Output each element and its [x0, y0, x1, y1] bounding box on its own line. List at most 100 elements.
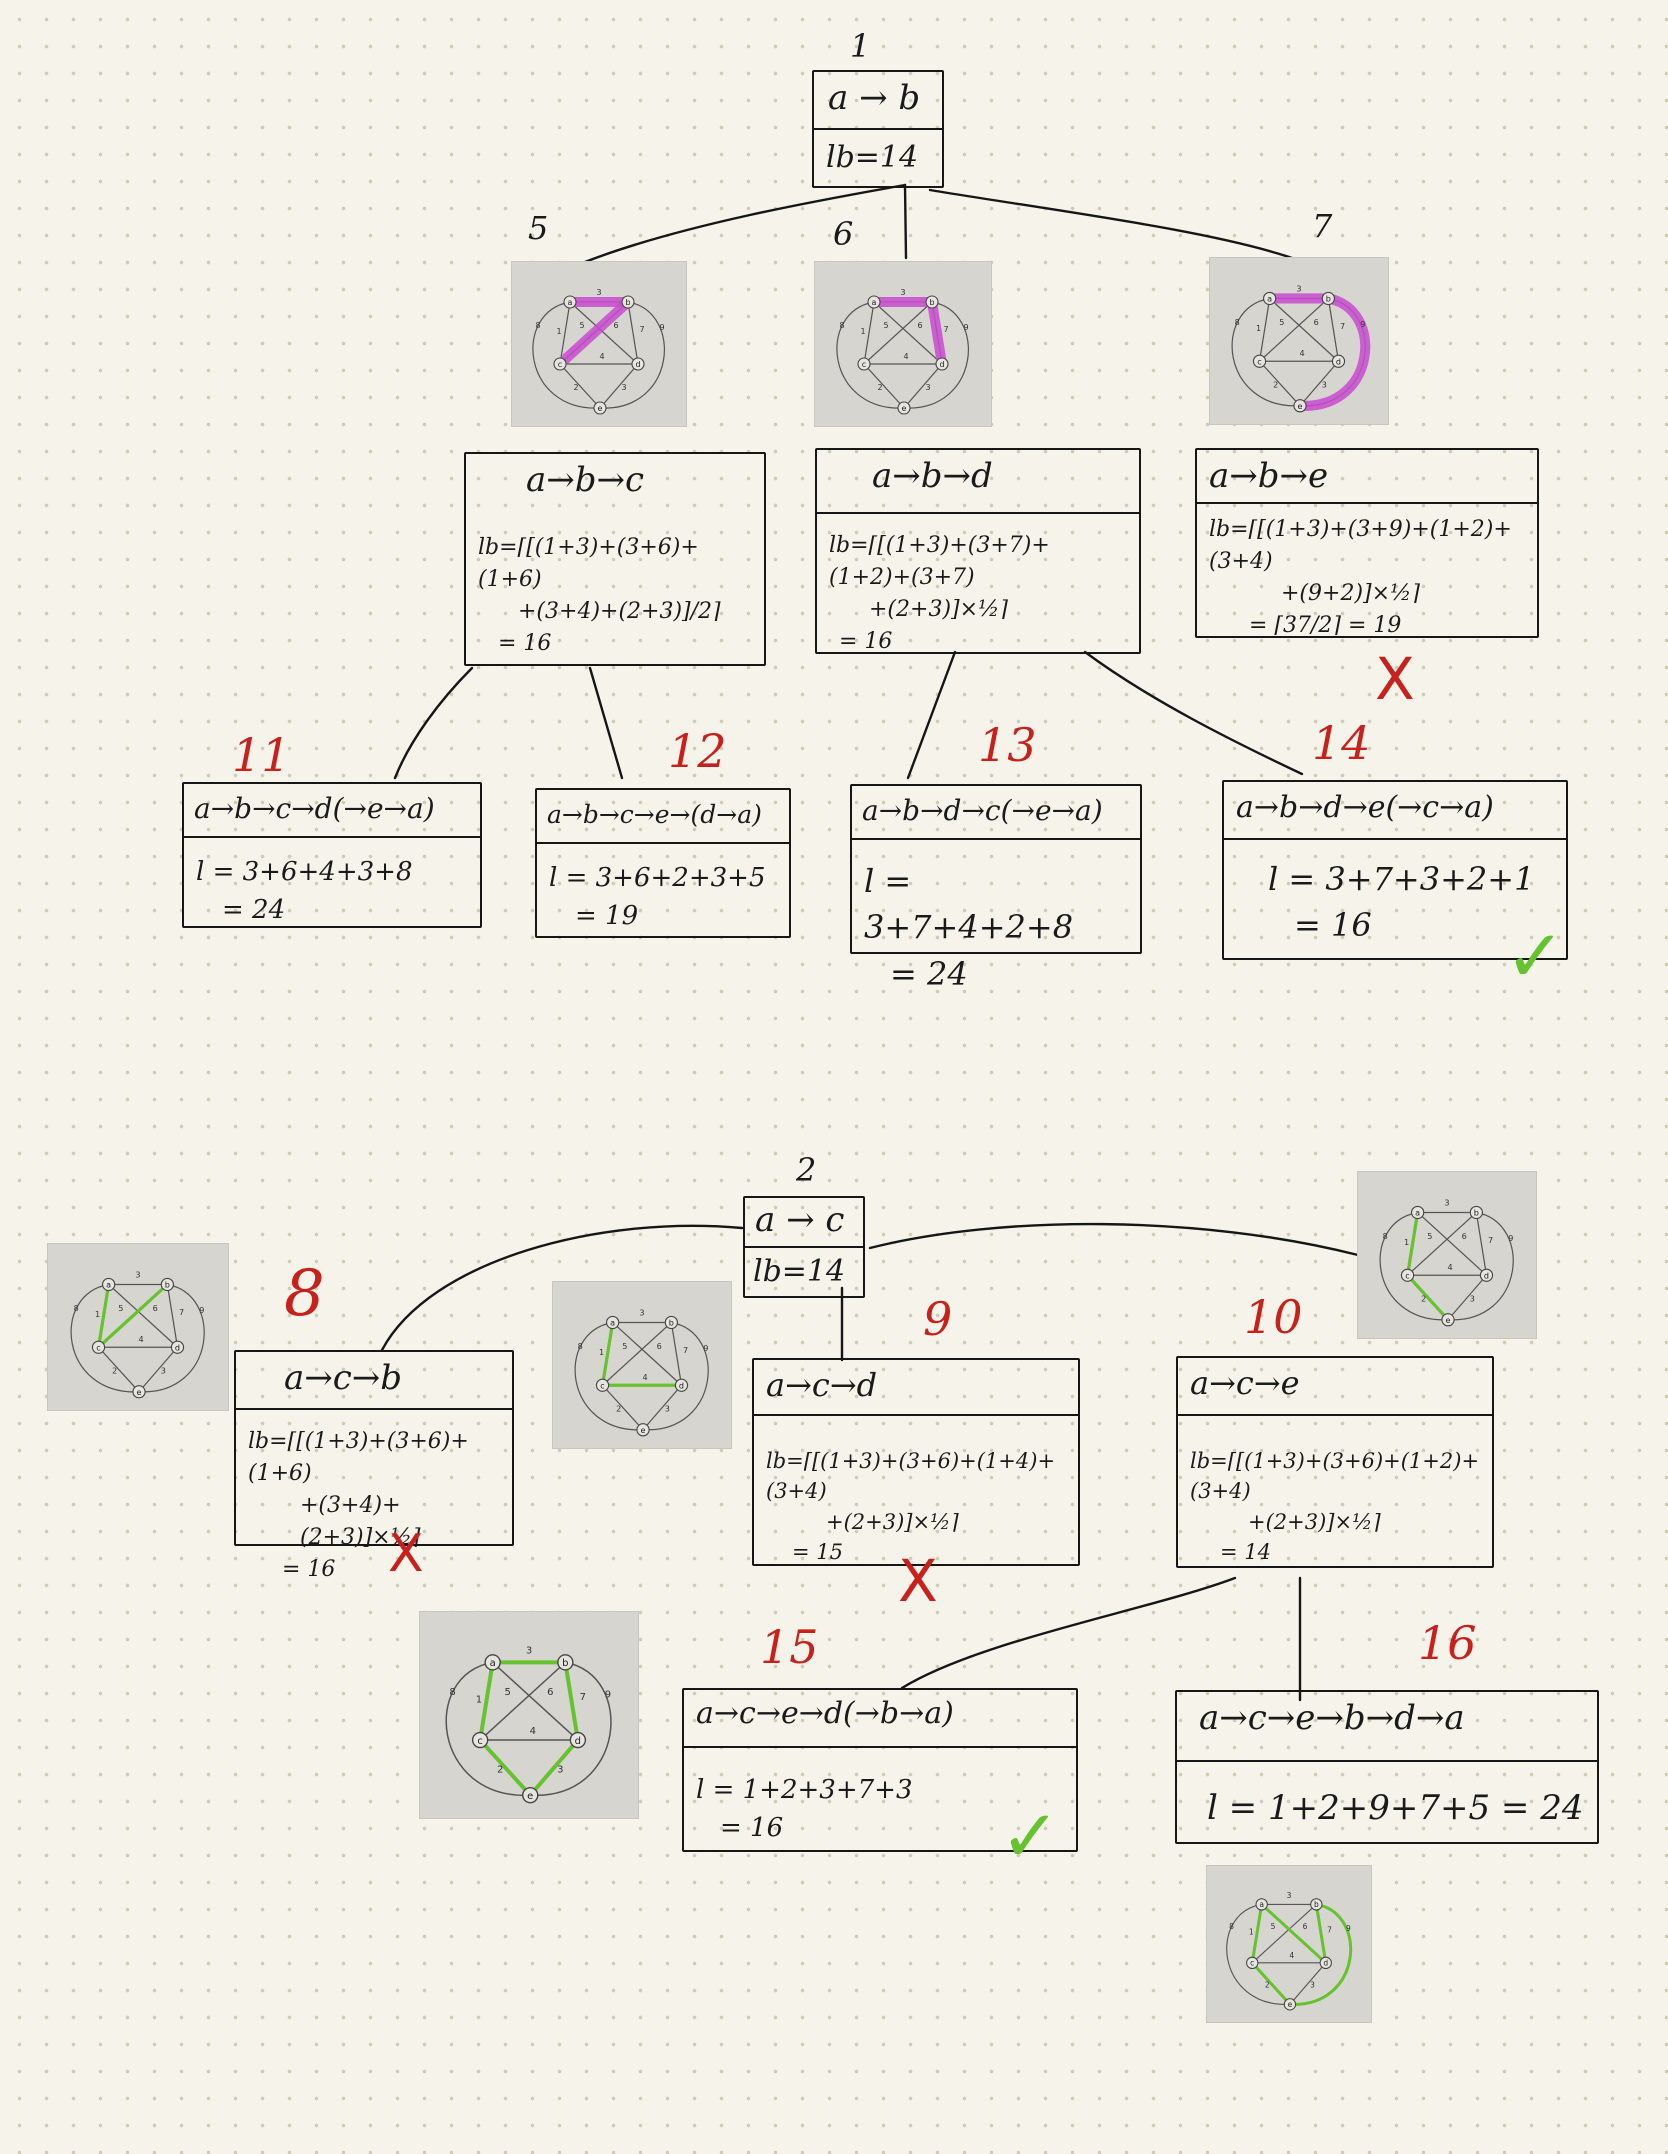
tree-leaf-a-b-c-d: a→b→c→d(→e→a) l = 3+6+4+3+8 = 24 — [182, 782, 482, 928]
vertex-label: d — [1323, 1959, 1328, 1968]
vertex-label: e — [137, 1387, 142, 1397]
edge-weight-label: 9 — [1360, 319, 1365, 329]
edge-weight-label: 2 — [877, 383, 882, 392]
tree-node-root-a-c: a → c lb=14 — [743, 1196, 865, 1298]
graph-vertex — [1293, 399, 1307, 413]
edge-weight-label: 5 — [883, 321, 888, 330]
vertex-label: b — [669, 1318, 674, 1328]
vertex-label: c — [558, 360, 562, 369]
node-title: a→c→d — [766, 1366, 878, 1404]
tree-node-a-b-e: a→b→e lb=⌈[(1+3)+(3+9)+(1+2)+(3+4) +(9+2… — [1195, 448, 1539, 638]
graph-vertex — [1469, 1205, 1483, 1220]
vertex-label: c — [1250, 1959, 1254, 1968]
calc-line: l = 1+2+3+7+3 — [696, 1775, 913, 1805]
edge-weight-label: 5 — [579, 321, 584, 330]
vertex-label: a — [872, 298, 877, 307]
calc-line: lb=⌈[(1+3)+(3+6)+(1+2)+(3+4) — [1190, 1449, 1480, 1504]
edge-weight-label: 3 — [1470, 1294, 1475, 1304]
vertex-label: d — [1484, 1270, 1489, 1280]
best-solution-check: ✓ — [1000, 1794, 1061, 1878]
highlighted-edge — [563, 1660, 580, 1743]
edge-weight-label: 6 — [657, 1341, 662, 1351]
graph-vertex — [621, 295, 635, 309]
edge-weight-label: 5 — [118, 1303, 123, 1313]
node-title: a→b→d — [872, 456, 993, 496]
edge-weight-label: 1 — [95, 1309, 100, 1319]
highlighted-edge — [478, 1660, 495, 1743]
pruned-mark: X — [388, 1524, 424, 1584]
graph-vertex — [1321, 291, 1335, 306]
highlighted-edge — [927, 297, 947, 369]
edge-weight-label: 5 — [1427, 1231, 1432, 1241]
highlighted-edge — [1405, 1210, 1420, 1277]
calc-result: = 16 — [720, 1812, 784, 1843]
edge-weight-label: 9 — [199, 1305, 204, 1315]
highlighted-edge — [1288, 1902, 1352, 2006]
node-title: a→b→d→c(→e→a) — [862, 794, 1103, 827]
calc-line: l = 3+6+2+3+5 — [549, 863, 766, 893]
vertex-label: d — [175, 1342, 180, 1352]
edge-weight-label: 3 — [1287, 1891, 1292, 1900]
graph-vertex — [1263, 291, 1277, 306]
highlighted-edge — [1294, 293, 1371, 411]
edge-weight-label: 3 — [639, 1307, 644, 1317]
step-number: 6 — [833, 215, 854, 253]
edge-weight-label: 4 — [1289, 1951, 1294, 1960]
calc-result: = 24 — [890, 954, 968, 993]
vertex-label: b — [1326, 294, 1331, 304]
step-number: 8 — [284, 1257, 325, 1331]
graph-vertex — [606, 1315, 620, 1330]
vertex-label: a — [610, 1318, 615, 1328]
vertex-label: e — [1288, 2000, 1293, 2009]
edge-weight-label: 8 — [535, 321, 540, 330]
best-solution-check: ✓ — [1505, 914, 1566, 998]
calc-result: = 16 — [282, 1556, 336, 1582]
graph-vertex — [925, 295, 939, 309]
vertex-label: d — [939, 360, 944, 369]
edge-weight-label: 3 — [621, 383, 626, 392]
vertex-label: d — [1336, 356, 1341, 366]
node-title: a→c→e→d(→b→a) — [696, 1696, 954, 1731]
node-title: a → c — [755, 1200, 845, 1240]
edge-weight-label: 5 — [1271, 1922, 1276, 1931]
tree-node-root-a-b: a → b lb=14 — [812, 70, 944, 188]
graph-vertex — [897, 401, 911, 415]
vertex-label: b — [165, 1280, 170, 1290]
graph-vertex — [1255, 1898, 1268, 1911]
edge-weight-label: 6 — [1303, 1922, 1308, 1931]
edge-weight-label: 8 — [1229, 1922, 1234, 1931]
calc-result: = 16 — [498, 630, 552, 656]
calc-result: = 19 — [575, 900, 639, 931]
graph-vertex — [1319, 1956, 1332, 1970]
node-tour-length: l = 1+2+9+7+5 = 24 — [1177, 1776, 1597, 1841]
graph-vertex — [471, 1731, 489, 1749]
calc-result: = 16 — [839, 628, 893, 654]
node-tour-length: l = 3+7+4+2+8 = 24 — [852, 850, 1140, 1005]
vertex-label: c — [1257, 356, 1261, 366]
edge-weight-label: 1 — [476, 1694, 482, 1705]
edge-weight-label: 1 — [1249, 1928, 1254, 1937]
edge-weight-label: 7 — [1488, 1235, 1493, 1245]
edge-weight-label: 3 — [135, 1269, 140, 1279]
node-title: a→c→e — [1190, 1364, 1300, 1402]
step-number: 14 — [1312, 716, 1371, 770]
highlighted-edge — [96, 1282, 111, 1349]
edge-weight-label: 3 — [1322, 380, 1327, 390]
node-title: a→b→e — [1209, 456, 1329, 496]
edge-weight-label: 4 — [138, 1334, 143, 1344]
edge-weight-label: 2 — [497, 1765, 503, 1776]
node-bound-calc: lb=⌈[(1+3)+(3+6)+(1+6) +(3+4)+(2+3)]×½⌉ … — [236, 1418, 512, 1593]
node-title: a→c→e→b→d→a — [1199, 1698, 1465, 1738]
edge-weight-label: 1 — [556, 327, 561, 336]
edge-weight-label: 1 — [1404, 1237, 1409, 1247]
tree-leaf-a-b-d-e: a→b→d→e(→c→a) l = 3+7+3+2+1 = 16 — [1222, 780, 1568, 960]
highlighted-edge — [1250, 1902, 1264, 1965]
calc-line: lb=⌈[(1+3)+(3+6)+(1+4)+(3+4) — [766, 1449, 1056, 1504]
vertex-label: c — [862, 360, 866, 369]
vertex-label: a — [106, 1280, 111, 1290]
edge-weight-label: 1 — [599, 1347, 604, 1357]
calc-line: l = 3+7+4+2+8 — [864, 862, 1074, 947]
